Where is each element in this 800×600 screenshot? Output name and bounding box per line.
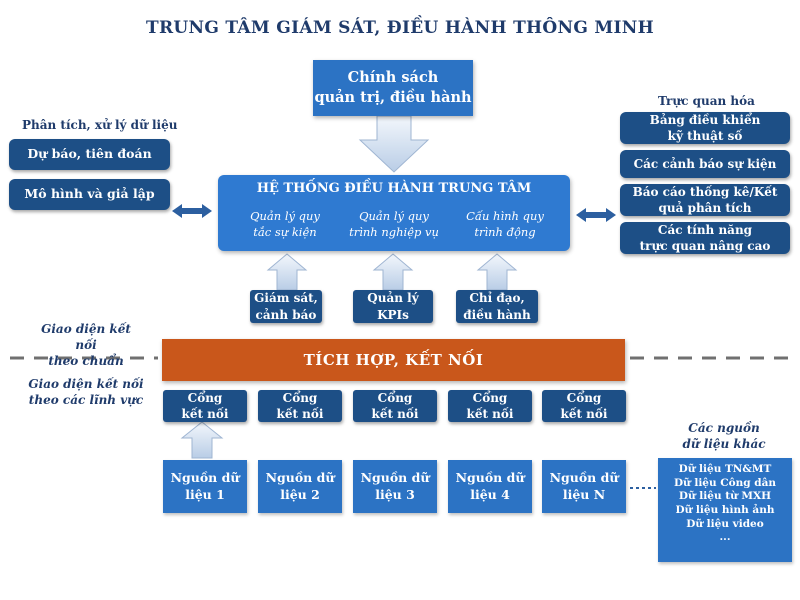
report-box: Báo cáo thống kê/Kết quả phân tích — [620, 184, 790, 216]
kpi-line-1: Quản lý — [367, 291, 419, 306]
dashboard-line-1: Bảng điều khiển — [649, 112, 761, 127]
field-interface-line-1: Giao diện kết nối — [28, 377, 144, 391]
gateway-1: Cổng kết nối — [163, 390, 247, 422]
dynamic-process-line-1: Cấu hình quy — [466, 209, 544, 223]
monitoring-alert-box: Giám sát,cảnh báo — [250, 290, 322, 323]
command-line-1: Chỉ đạo, — [469, 291, 525, 306]
dashboard-line-2: kỹ thuật số — [667, 129, 743, 143]
kpi-line-2: KPIs — [377, 307, 409, 322]
gateway-3-line-1: Cổng — [377, 390, 413, 405]
other-source-item: ... — [719, 531, 731, 544]
data-source-3-line-2: liệu 3 — [375, 486, 415, 502]
business-process-line-2: trình nghiệp vụ — [349, 224, 439, 239]
gateway-5-line-1: Cổng — [566, 390, 602, 405]
policy-down-arrow — [358, 115, 430, 173]
simulation-box: Mô hình và giả lập — [9, 179, 170, 210]
data-source-3-line-1: Nguồn dữ — [360, 469, 430, 485]
other-source-item: Dữ liệu Công dân — [673, 476, 777, 489]
event-alert-box: Các cảnh báo sự kiện — [620, 150, 790, 178]
gateway-2: Cổng kết nối — [258, 390, 342, 422]
report-line-1: Báo cáo thống kê/Kết — [632, 184, 778, 199]
data-source-2-line-2: liệu 2 — [280, 486, 320, 502]
gateway-3: Cổng kết nối — [353, 390, 437, 422]
data-source-n-line-1: Nguồn dữ — [549, 469, 619, 485]
standard-interface-line-2: theo chuẩn — [48, 354, 124, 369]
business-process-line-1: Quản lý quy — [359, 209, 429, 223]
monitoring-line-1: Giám sát, — [254, 291, 318, 306]
advanced-visual-line-2: trực quan nâng cao — [639, 239, 771, 253]
gateway-3-line-2: kết nối — [371, 407, 419, 421]
gateway-2-line-2: kết nối — [276, 407, 324, 421]
gateway-4-line-1: Cổng — [472, 390, 508, 405]
report-line-2: quả phân tích — [658, 201, 752, 215]
gateway-5: Cổng kết nối — [542, 390, 626, 422]
gateway-1-line-1: Cổng — [187, 390, 223, 405]
other-sources-box: Dữ liệu TN&MT Dữ liệu Công dân Dữ liệu t… — [658, 458, 792, 562]
dashboard-box: Bảng điều khiển kỹ thuật số — [620, 112, 790, 144]
policy-line-1: Chính sách — [347, 69, 439, 87]
data-source-2-line-1: Nguồn dữ — [265, 469, 335, 485]
event-rule-line-2: tắc sự kiện — [253, 224, 317, 239]
data-source-4-line-1: Nguồn dữ — [455, 469, 525, 485]
forecast-box: Dự báo, tiên đoán — [9, 139, 170, 170]
standard-interface-line-1: Giao diện kết nối — [41, 322, 131, 353]
event-rule-line-1: Quản lý quy — [250, 209, 320, 223]
data-source-1-line-1: Nguồn dữ — [170, 469, 240, 485]
advanced-visual-line-1: Các tính năng — [657, 222, 753, 237]
input-up-arrow-2 — [372, 253, 414, 291]
other-sources-label: Các nguồn dữ liệu khác — [662, 420, 786, 452]
integration-bar: TÍCH HỢP, KẾT NỐI — [162, 339, 625, 381]
analytics-heading: Phân tích, xử lý dữ liệu — [22, 118, 178, 132]
other-source-item: Dữ liệu video — [686, 517, 764, 530]
right-double-arrow — [576, 208, 616, 222]
gateway-4: Cổng kết nối — [448, 390, 532, 422]
gateway-1-line-2: kết nối — [181, 407, 229, 421]
input-up-arrow-1 — [266, 253, 308, 291]
command-box: Chỉ đạo,điều hành — [456, 290, 538, 323]
data-source-4-line-2: liệu 4 — [470, 486, 510, 502]
gateway-5-line-2: kết nối — [560, 407, 608, 421]
central-system-heading: HỆ THỐNG ĐIỀU HÀNH TRUNG TÂM — [256, 181, 532, 196]
other-source-item: Dữ liệu hình ảnh — [675, 503, 775, 516]
policy-box: Chính sách quản trị, điều hành — [313, 60, 473, 116]
other-sources-line-2: dữ liệu khác — [682, 437, 766, 452]
advanced-visual-box: Các tính năng trực quan nâng cao — [620, 222, 790, 254]
central-operating-system-box: HỆ THỐNG ĐIỀU HÀNH TRUNG TÂM Quản lý quy… — [218, 175, 570, 251]
dynamic-process-line-2: trình động — [474, 224, 536, 239]
input-up-arrow-3 — [476, 253, 518, 291]
command-line-2: điều hành — [463, 307, 531, 322]
policy-line-2: quản trị, điều hành — [314, 89, 472, 106]
field-interface-line-2: theo các lĩnh vực — [28, 393, 144, 408]
other-source-item: Dữ liệu từ MXH — [678, 490, 772, 503]
monitoring-line-2: cảnh báo — [255, 307, 317, 322]
other-sources-line-1: Các nguồn — [688, 421, 760, 435]
gateway-2-line-1: Cổng — [282, 390, 318, 405]
source-up-arrow — [180, 421, 224, 459]
field-interface-label: Giao diện kết nối theo các lĩnh vực — [22, 376, 150, 408]
data-source-1-line-2: liệu 1 — [185, 486, 225, 502]
left-double-arrow — [172, 204, 212, 218]
page-title: TRUNG TÂM GIÁM SÁT, ĐIỀU HÀNH THÔNG MINH — [146, 18, 654, 38]
data-source-n-line-2: liệu N — [562, 486, 606, 502]
other-source-item: Dữ liệu TN&MT — [678, 463, 772, 475]
visualization-heading: Trực quan hóa — [658, 94, 755, 108]
gateway-4-line-2: kết nối — [466, 407, 514, 421]
